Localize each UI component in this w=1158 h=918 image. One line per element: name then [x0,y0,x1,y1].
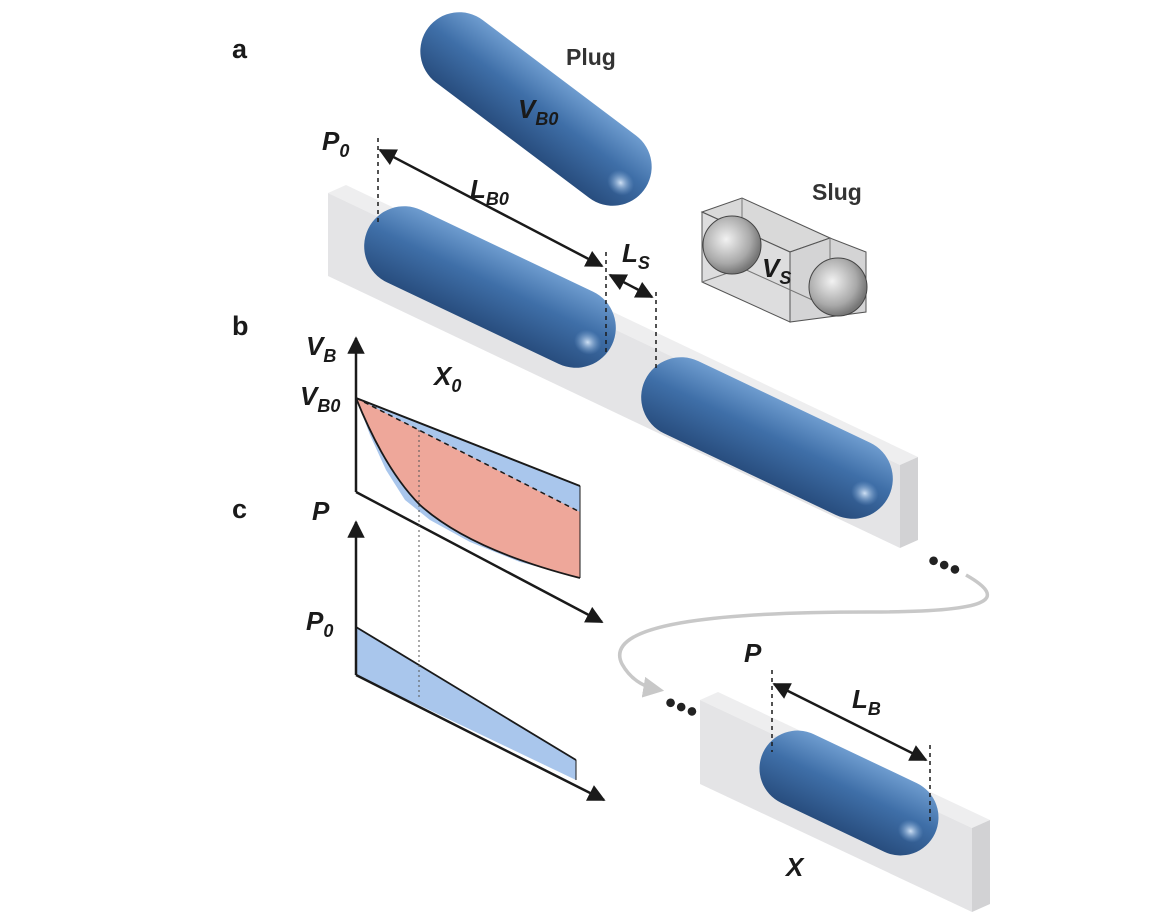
slug-volume-label: VS [762,253,791,288]
pressure-upper-line [355,626,577,761]
slug-label: Slug [812,179,862,205]
final-position-label: X [784,852,805,882]
final-pressure-label: P [744,638,762,668]
panel-label-b: b [232,311,249,341]
continuation-dots-bottom: ••• [659,686,703,730]
volume-axis-label: VB [306,331,336,366]
final-length-arrow [772,682,928,762]
plug-length-label: LB0 [470,174,509,209]
plug-volume-label: VB0 [518,94,558,129]
position-initial-label: X0 [432,361,461,396]
continuation-arrow [618,573,989,698]
pressure-initial-axis-label: P0 [306,606,333,641]
volume-dashed-line [355,397,581,513]
slug-box [700,197,868,323]
pressure-axis-horizontal [355,673,606,802]
final-length-label: LB [852,684,881,719]
panel-label-a: a [232,34,248,64]
pressure-initial-label: P0 [322,126,349,161]
volume-curve [355,397,581,579]
pressure-axis-label: P [312,496,330,526]
slug-length-arrow [608,273,654,299]
plug-in-channel-final [759,730,939,856]
volume-initial-label: VB0 [300,381,340,416]
volume-upper-line [355,397,581,487]
continuation-dots-top: ••• [922,544,966,588]
plug-in-channel-2 [641,357,893,519]
plug-length-arrow [378,148,604,268]
plug-label: Plug [566,44,616,70]
slug-length-label: LS [622,238,650,273]
panel-label-c: c [232,494,247,524]
volume-axis-horizontal [355,490,604,624]
pressure-plot [347,520,606,802]
volume-plot [347,336,604,624]
